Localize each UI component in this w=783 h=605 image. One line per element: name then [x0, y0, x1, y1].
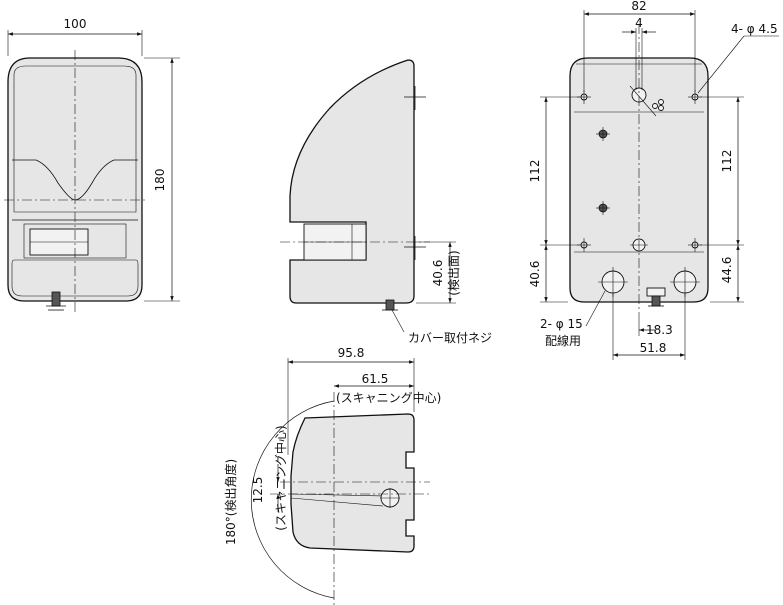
rear-dim-left-bottom: 40.6 — [528, 261, 542, 288]
front-view: 100 180 — [4, 17, 180, 312]
rear-dim-width: 82 — [631, 0, 646, 13]
front-upper-shell — [13, 65, 137, 213]
rear-mount-holes — [577, 90, 702, 252]
top-body — [290, 413, 415, 553]
top-dim-total: 95.8 — [338, 346, 365, 360]
front-dim-height: 180 — [153, 169, 167, 192]
rear-view: 82 4 4- φ 4.5 112 40.6 112 44.6 18.3 51.… — [528, 0, 779, 360]
side-dim-detect-face: 40.6 — [431, 260, 445, 287]
rear-dim-left-height: 112 — [528, 160, 542, 183]
top-dim-scan-center: 61.5 — [362, 372, 389, 386]
top-view: 95.8 61.5 (スキャニング中心) 12.5 (スキャニング中心) 180… — [223, 346, 441, 605]
rear-body — [569, 57, 709, 303]
side-body — [289, 59, 415, 304]
rear-wiring-hole-label: 2- φ 15 — [540, 317, 583, 331]
rear-dim-right-height: 112 — [720, 150, 734, 173]
rear-mount-hole-label: 4- φ 4.5 — [731, 22, 778, 36]
top-dim-scan-offset: 12.5 — [251, 477, 265, 504]
top-detect-angle-label: 180°(検出角度) — [223, 459, 238, 545]
front-screw — [51, 291, 61, 307]
rear-dim-right-bottom: 44.6 — [720, 257, 734, 284]
top-scan-center-label-vertical: (スキャニング中心) — [273, 425, 288, 530]
side-detect-face-label: (検出面) — [447, 250, 461, 295]
rear-dim-slot: 4 — [635, 16, 643, 30]
top-scan-center-label: (スキャニング中心) — [336, 390, 441, 405]
side-cover-screw-label: カバー取付ネジ — [408, 331, 492, 345]
side-screw — [385, 299, 395, 311]
front-dim-width: 100 — [64, 17, 87, 31]
top-detect-arc — [250, 400, 335, 599]
side-view: 40.6 (検出面) カバー取付ネジ — [280, 59, 492, 345]
rear-dim-spacing: 51.8 — [640, 341, 667, 355]
rear-wiring-label: 配線用 — [545, 333, 581, 348]
rear-dim-offset: 18.3 — [646, 323, 673, 337]
